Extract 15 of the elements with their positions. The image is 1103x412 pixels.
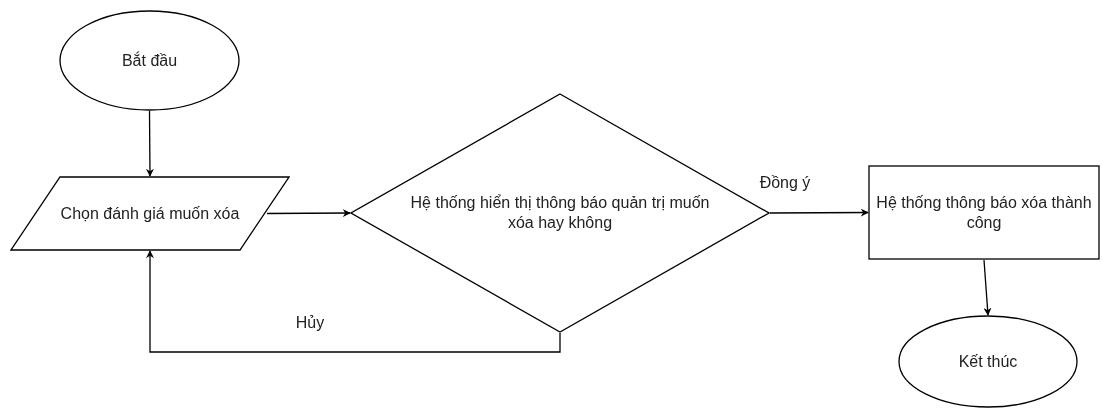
edge-label: Đồng ý bbox=[757, 173, 813, 193]
arrow bbox=[146, 250, 561, 353]
process-box bbox=[868, 165, 1100, 260]
node-label: Hệ thống thông báo xóa thành công bbox=[875, 192, 1093, 233]
terminal-ellipse bbox=[59, 10, 240, 111]
node-label: Kết thúc bbox=[958, 351, 1018, 372]
node-label: Chọn đánh giá muốn xóa bbox=[60, 203, 240, 224]
terminal-ellipse bbox=[898, 315, 1078, 408]
input-parallelogram bbox=[10, 176, 290, 251]
arrow bbox=[145, 110, 154, 177]
arrow bbox=[983, 259, 992, 316]
node-label: Bắt đầu bbox=[121, 50, 178, 71]
node-label: Hệ thống hiển thị thông báo quản trị muốn xóa hay không bbox=[410, 193, 710, 233]
arrow bbox=[266, 209, 351, 218]
arrow bbox=[769, 208, 869, 217]
